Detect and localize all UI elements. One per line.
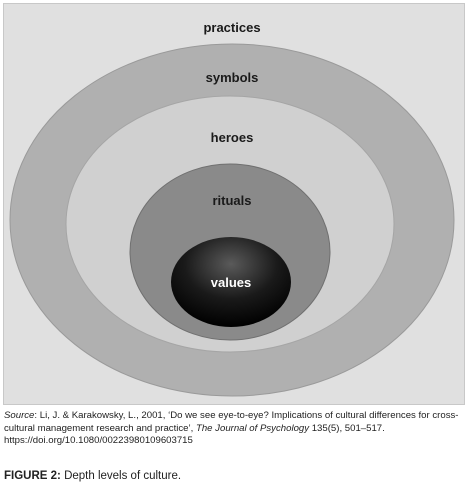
layer-label-heroes: heroes xyxy=(211,130,254,145)
layer-label-practices: practices xyxy=(203,20,260,35)
layer-label-rituals: rituals xyxy=(212,193,251,208)
layer-values-ellipse xyxy=(171,237,291,327)
onion-diagram: practices symbols heroes rituals values xyxy=(3,3,465,405)
source-citation: Source: Li, J. & Karakowsky, L., 2001, ‘… xyxy=(4,410,470,448)
source-label: Source xyxy=(4,410,35,421)
figure-caption: FIGURE 2: Depth levels of culture. xyxy=(4,470,181,482)
source-journal: The Journal of Psychology xyxy=(195,422,310,434)
figure-caption-text: Depth levels of culture. xyxy=(60,470,182,482)
layer-label-values: values xyxy=(211,275,251,290)
figure-caption-label: FIGURE 2: xyxy=(4,470,61,482)
onion-diagram-svg: practices symbols heroes rituals values xyxy=(4,4,464,404)
layer-label-symbols: symbols xyxy=(206,70,259,85)
source-text-before: : Li, J. & Karakowsky, L., 2001, ‘Do we … xyxy=(4,410,459,434)
source-text-after: 135(5), 501–517. https://doi.org/10.1080… xyxy=(4,422,385,447)
